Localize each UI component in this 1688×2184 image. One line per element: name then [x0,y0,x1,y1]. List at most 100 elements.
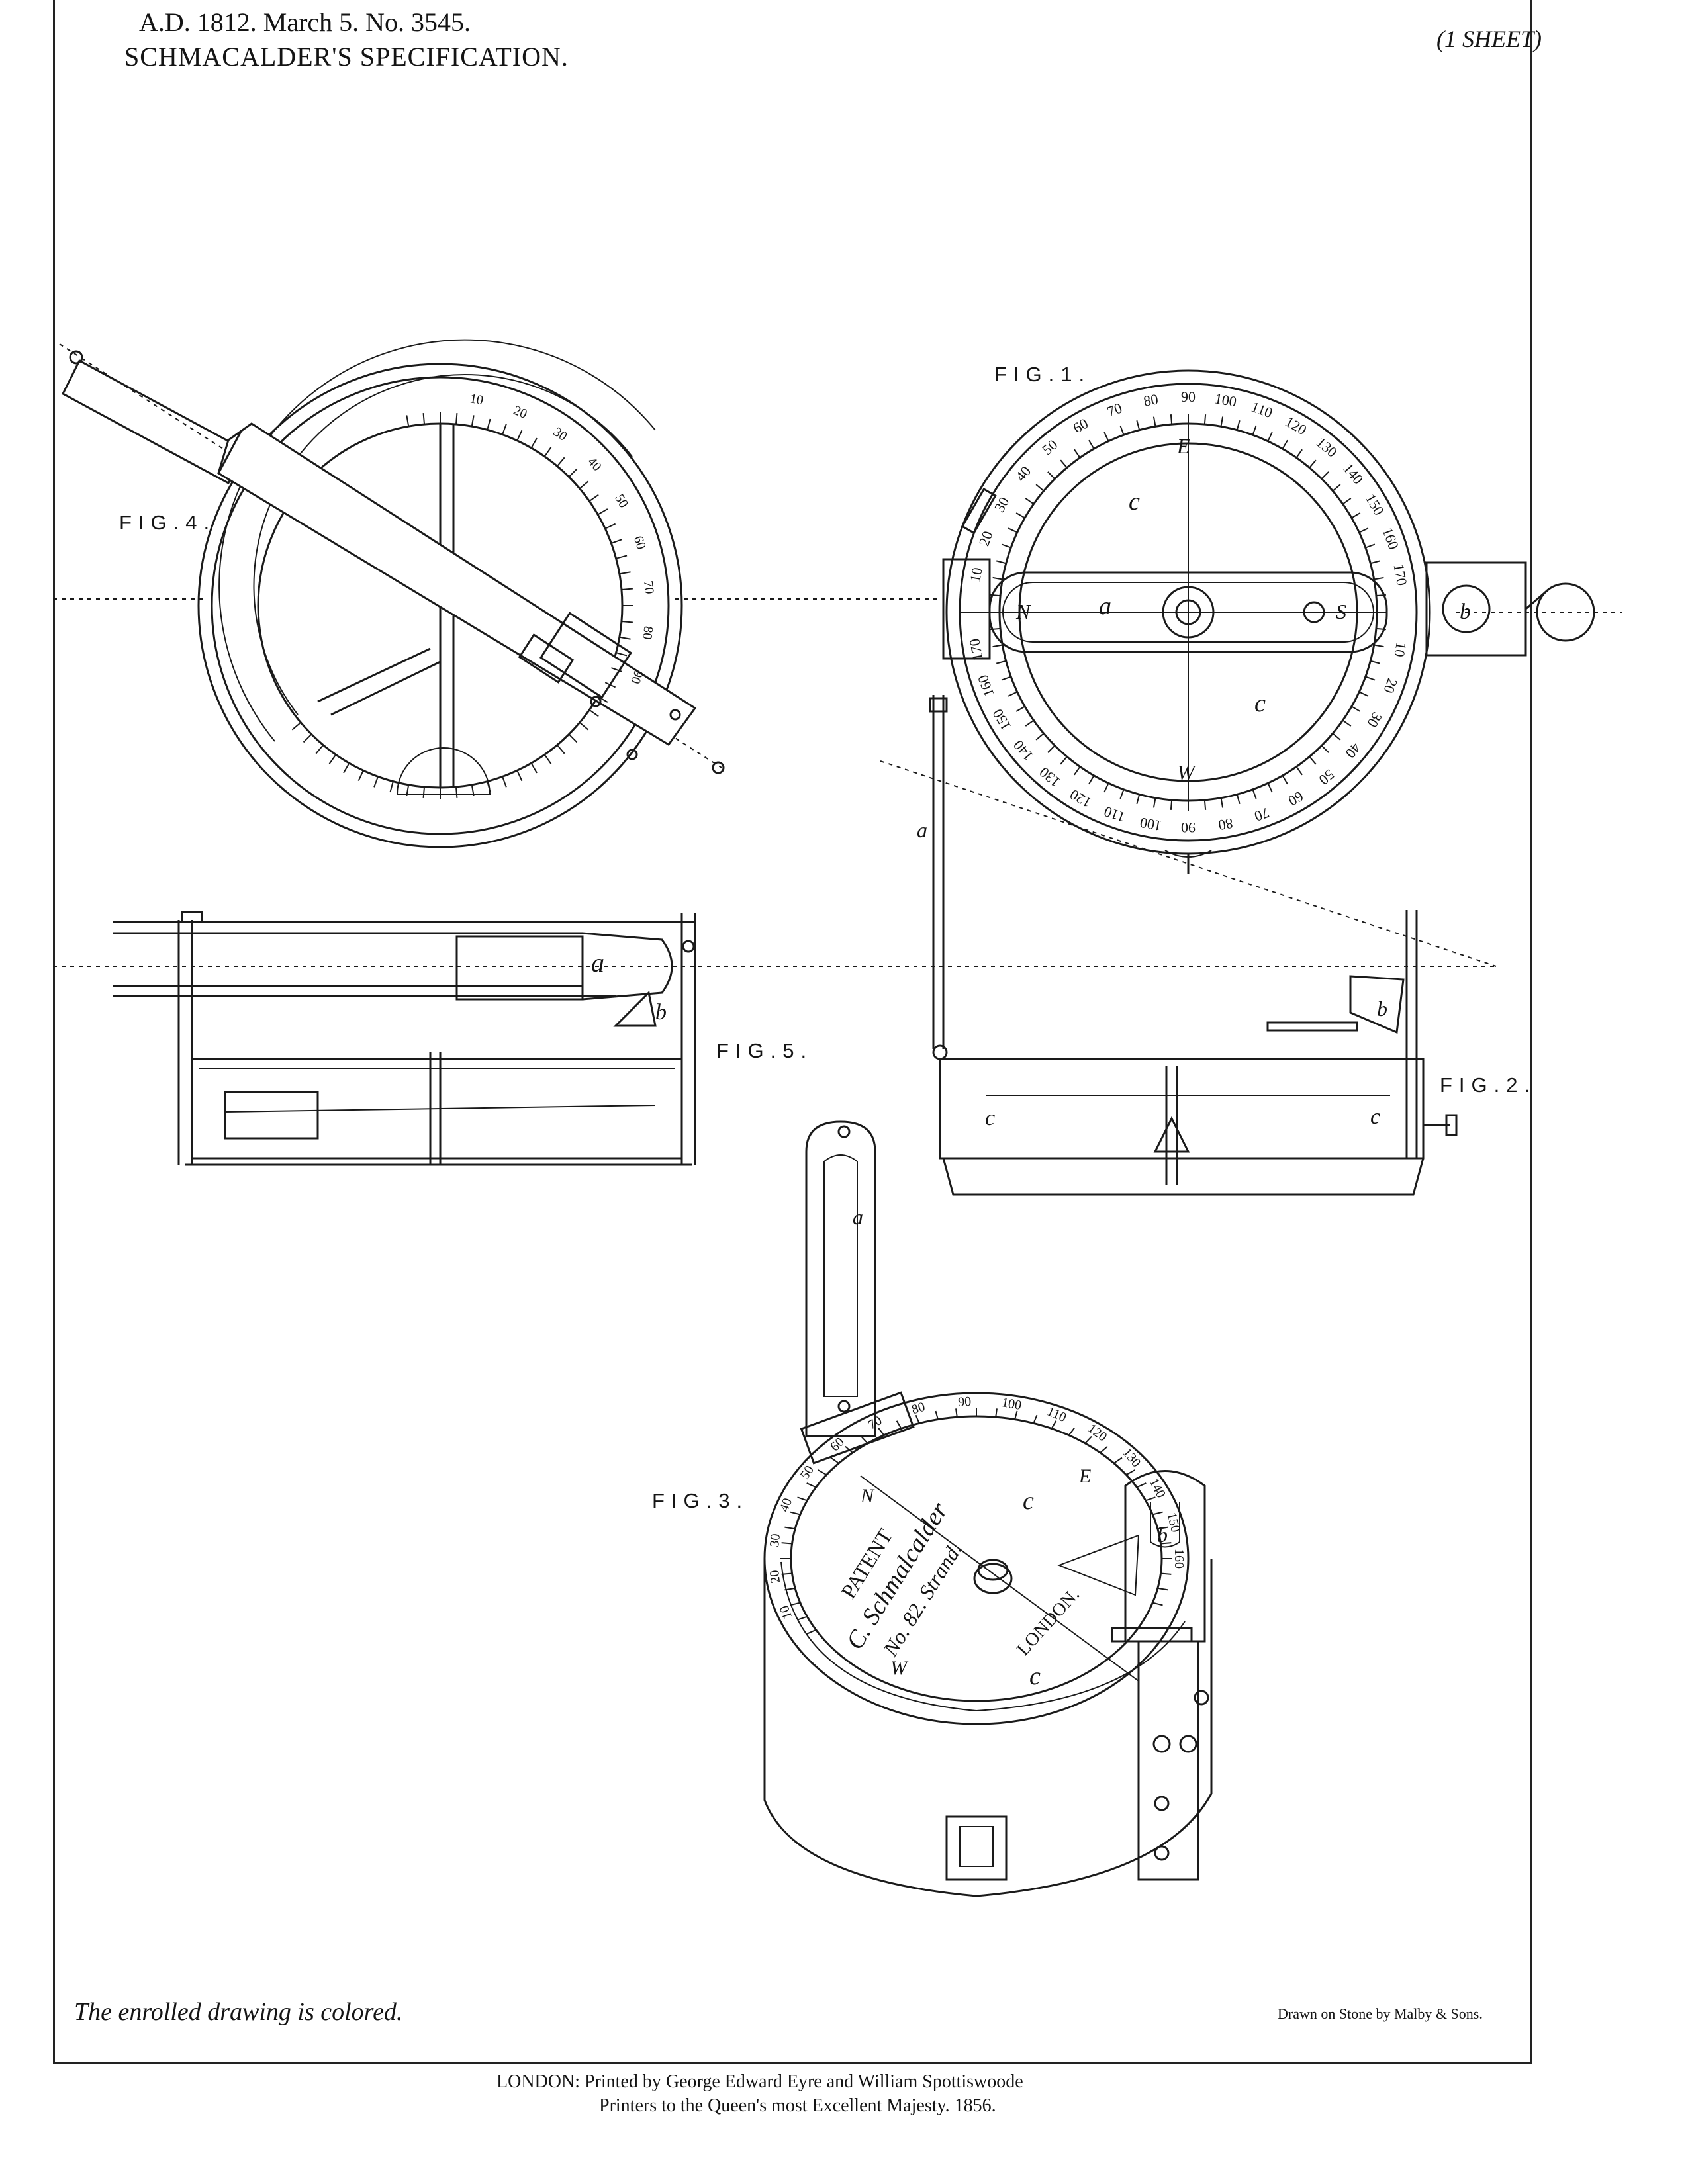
graduation-tick [487,418,491,430]
graduation-tick [1008,691,1018,697]
graduation-tick [818,1469,827,1476]
graduation-tick [1351,512,1361,519]
scale-number: 170 [966,637,986,662]
scale-number: 20 [767,1569,783,1584]
graduation-tick [1060,459,1068,469]
fig2-label-c-mid: c [1370,1105,1380,1129]
graduation-tick [1008,527,1018,533]
graduation-tick [471,415,475,427]
graduation-tick [1035,484,1045,492]
scale-number: 80 [1142,390,1159,409]
scale-number: 80 [910,1400,927,1418]
graduation-tick [1282,439,1288,449]
graduation-tick [1332,733,1341,741]
scale-number: 40 [1342,740,1364,762]
graduation-tick [830,1457,839,1464]
fig5-label-a: a [591,948,604,978]
graduation-tick [861,1435,868,1444]
graduation-tick [1252,425,1257,435]
fig4-compass-plan [62,339,725,848]
fig5-caption: FIG.5. [716,1039,814,1062]
graduation-tick [568,468,578,478]
scale-number: 110 [1249,398,1275,422]
graduation-tick [1220,797,1224,808]
fig1-label-a: a [1099,592,1111,620]
graduation-tick [1068,1428,1075,1435]
fig2-label-c-left: c [985,1106,995,1130]
graduation-tick [343,762,350,774]
scale-number: 120 [1085,1421,1109,1445]
graduation-tick [1295,449,1303,459]
graduation-tick [1145,1496,1156,1502]
graduation-tick [1119,425,1125,435]
graduation-tick [1376,594,1386,597]
graduation-tick [455,786,458,798]
graduation-tick [896,1420,902,1429]
graduation-tick [557,745,565,754]
scale-number: 80 [639,625,655,641]
graduation-tick [996,660,1006,664]
graduation-tick [992,644,1003,648]
graduation-tick [806,1629,816,1635]
fig1-label-north: N [1015,600,1031,623]
dial-graduations [291,412,1387,1635]
fig3-label-c-top: c [1023,1487,1034,1515]
graduation-tick [579,722,589,731]
graduation-tick [990,594,1001,597]
graduation-tick [1152,1602,1163,1606]
graduation-tick [1374,576,1384,580]
graduation-tick [992,576,1003,580]
fig2-compass-section [929,695,1458,1196]
scale-number: 10 [966,566,985,583]
graduation-tick [1047,471,1056,480]
graduation-tick [1370,560,1381,565]
graduation-tick [597,508,608,516]
graduation-tick [1351,705,1361,712]
graduation-tick [1220,416,1224,427]
graduation-tick [1014,1410,1018,1420]
graduation-tick [1136,420,1141,430]
scale-number: 20 [511,403,529,422]
scale-number: 50 [1316,766,1338,788]
graduation-tick [1332,484,1341,492]
scale-number: 130 [1119,1445,1143,1470]
graduation-tick [616,555,628,559]
graduation-tick [1236,420,1241,430]
graduation-tick [1088,775,1095,785]
graduation-tick [878,1428,884,1435]
graduation-tick [1015,705,1025,712]
fig1-label-c-top: c [1129,488,1140,516]
graduation-tick [315,745,324,754]
scale-number: 110 [1102,803,1127,827]
graduation-tick [790,1511,800,1516]
scale-number: 90 [1181,388,1196,405]
fig2-caption: FIG.2. [1440,1073,1537,1097]
graduation-tick [1152,1511,1163,1516]
scale-number: 160 [974,673,998,700]
graduation-tick [616,652,628,657]
scale-number: 90 [1181,819,1196,836]
graduation-tick [406,415,410,427]
graduation-tick [621,588,633,591]
graduation-tick [1358,527,1369,533]
graduation-tick [568,733,578,743]
patent-header-date: A.D. 1812. March 5. No. 3545. [139,7,471,37]
scale-number: 140 [1147,1476,1168,1500]
graduation-tick [588,494,599,502]
graduation-tick [1170,799,1173,810]
scale-number: 40 [585,455,604,475]
fig5-compass-section [113,911,696,1166]
graduation-tick [1374,644,1384,648]
graduation-tick [1047,745,1056,753]
graduation-tick [471,784,475,796]
scale-number: 60 [1286,788,1307,810]
graduation-tick [502,424,507,435]
graduation-tick [588,709,599,717]
graduation-tick [455,413,458,425]
graduation-tick [1103,782,1109,793]
graduation-tick [1342,719,1352,727]
graduation-tick [1103,432,1109,442]
scale-number: 10 [1391,641,1409,659]
scale-number: 70 [1252,804,1272,825]
graduation-tick [1088,439,1095,449]
